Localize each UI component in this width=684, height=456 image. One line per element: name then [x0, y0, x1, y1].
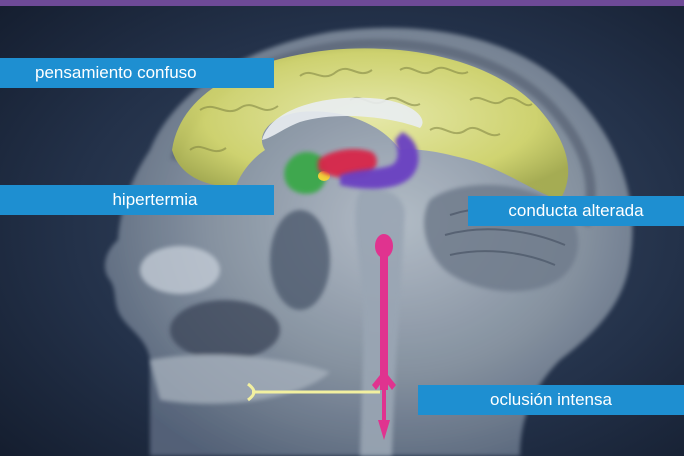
label-pensamiento-confuso: pensamiento confuso: [0, 58, 274, 88]
label-oclusion-intensa: oclusión intensa: [418, 385, 684, 415]
label-conducta-alterada: conducta alterada: [468, 196, 684, 226]
top-band: [0, 0, 684, 6]
label-hipertermia: hipertermia: [0, 185, 274, 215]
